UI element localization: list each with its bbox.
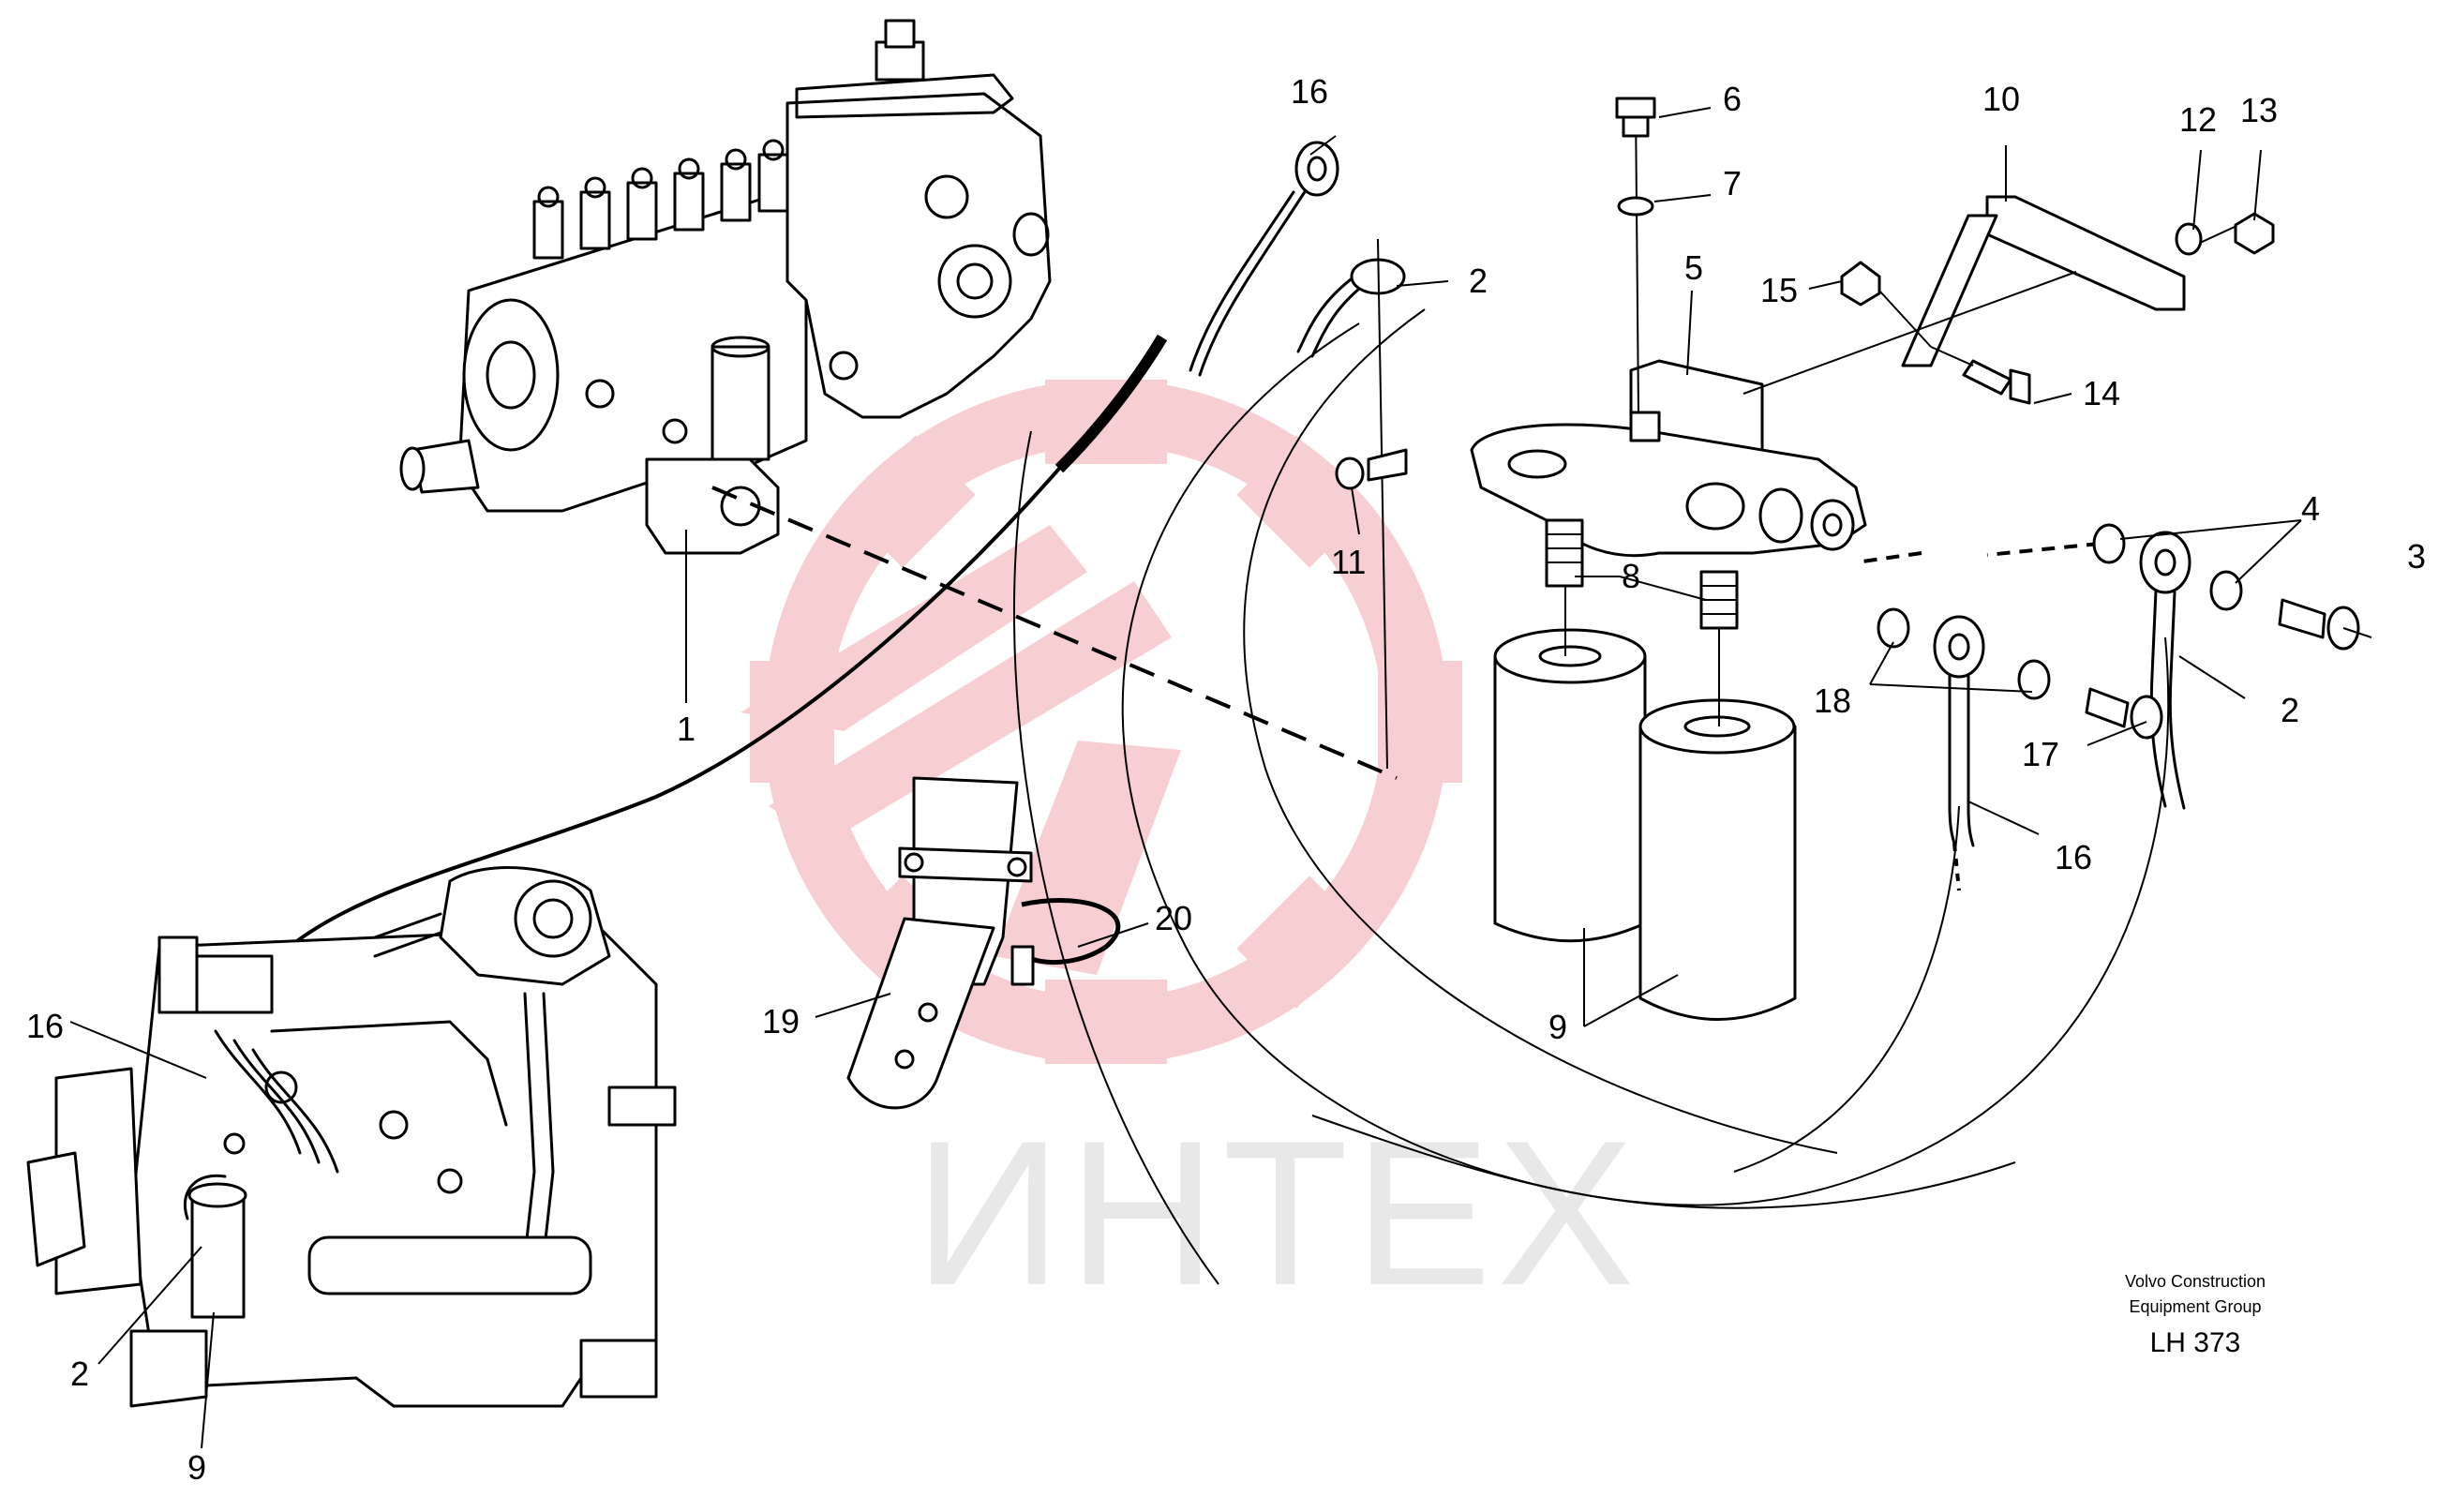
callout-2-right: 2 <box>2281 691 2299 729</box>
callout-9-engine: 9 <box>187 1448 206 1487</box>
banjo-16-top <box>1294 141 1339 197</box>
callout-8: 8 <box>1622 557 1640 595</box>
callout-18: 18 <box>1814 681 1851 720</box>
watermark-gear <box>740 380 1462 1064</box>
callout-3: 3 <box>2407 537 2426 576</box>
clamp-band-20 <box>1021 898 1121 966</box>
right-side-fittings <box>1877 523 2372 891</box>
callout-19: 19 <box>762 1002 800 1040</box>
washer-4a <box>2092 523 2126 564</box>
pump-delivery-valves <box>532 139 789 260</box>
watermark-logo: ИНТЕХ <box>740 380 1640 1328</box>
nut-15 <box>1840 261 1881 307</box>
callout-1: 1 <box>677 710 696 748</box>
hose-16-top <box>1198 186 1309 377</box>
credit-line-1: Volvo Construction <box>2125 1272 2266 1291</box>
pump-supply-line <box>1054 334 1168 473</box>
clamp-assembly <box>846 776 1121 1110</box>
mounting-plate-10 <box>1743 195 2275 405</box>
callout-10: 10 <box>1982 80 2020 118</box>
callout-16-top: 16 <box>1291 72 1328 111</box>
dashed-line-3 <box>1986 542 2101 557</box>
dashed-line-2 <box>1855 551 1922 564</box>
credit-block: Volvo Construction Equipment Group LH 37… <box>2125 1272 2266 1358</box>
credit-line-2: Equipment Group <box>2129 1297 2261 1316</box>
callout-2-engine: 2 <box>70 1355 89 1393</box>
callout-14: 14 <box>2083 374 2120 412</box>
dashed-line-1 <box>711 486 1398 780</box>
filter-assembly <box>1470 97 2372 1021</box>
callout-9-filter: 9 <box>1548 1008 1567 1046</box>
hose-fittings <box>1294 141 1408 770</box>
callout-13: 13 <box>2240 91 2278 129</box>
callout-6: 6 <box>1723 80 1742 118</box>
banjo-16-right <box>1933 615 1985 679</box>
washer-18b <box>2017 659 2051 700</box>
turbocharger <box>439 866 611 986</box>
callout-7: 7 <box>1723 164 1742 202</box>
washer-18a <box>1877 607 1910 649</box>
callout-12: 12 <box>2179 100 2217 139</box>
washer-12 <box>2175 222 2203 256</box>
callout-labels: 1 2 2 2 3 4 5 6 7 8 9 9 10 11 12 13 14 1… <box>26 72 2426 1487</box>
callout-17: 17 <box>2022 735 2059 773</box>
filter-head <box>1470 423 1867 558</box>
washer-4b <box>2209 570 2243 611</box>
callout-4: 4 <box>2301 489 2320 528</box>
callout-16-engine: 16 <box>26 1007 64 1045</box>
engine-assembly <box>26 866 677 1408</box>
callout-leaders <box>69 107 2302 1449</box>
injection-pump <box>399 19 1052 555</box>
engine-filter-location <box>183 1174 247 1319</box>
banjo-bolt-17 <box>2085 687 2130 728</box>
callout-2-top: 2 <box>1469 262 1488 300</box>
washer-7 <box>1617 196 1654 217</box>
banjo-2-right <box>2139 531 2191 594</box>
callout-5: 5 <box>1684 248 1703 287</box>
watermark-text: ИНТЕХ <box>914 1098 1640 1328</box>
banjo-bolt-3 <box>2278 598 2326 639</box>
callout-15: 15 <box>1760 271 1798 309</box>
bolt-14 <box>1962 359 2012 396</box>
callout-11: 11 <box>1331 543 1366 581</box>
pump-return-line <box>242 336 1164 996</box>
vent-screw-6 <box>1615 97 1656 119</box>
drawing-code: LH 373 <box>2150 1327 2241 1358</box>
callout-20: 20 <box>1155 899 1192 937</box>
callout-16-right: 16 <box>2055 838 2092 876</box>
banjo-bolt-11 <box>1367 448 1408 482</box>
fuel-lines <box>242 186 2170 1285</box>
filter-cartridges-9 <box>1493 586 1797 1021</box>
